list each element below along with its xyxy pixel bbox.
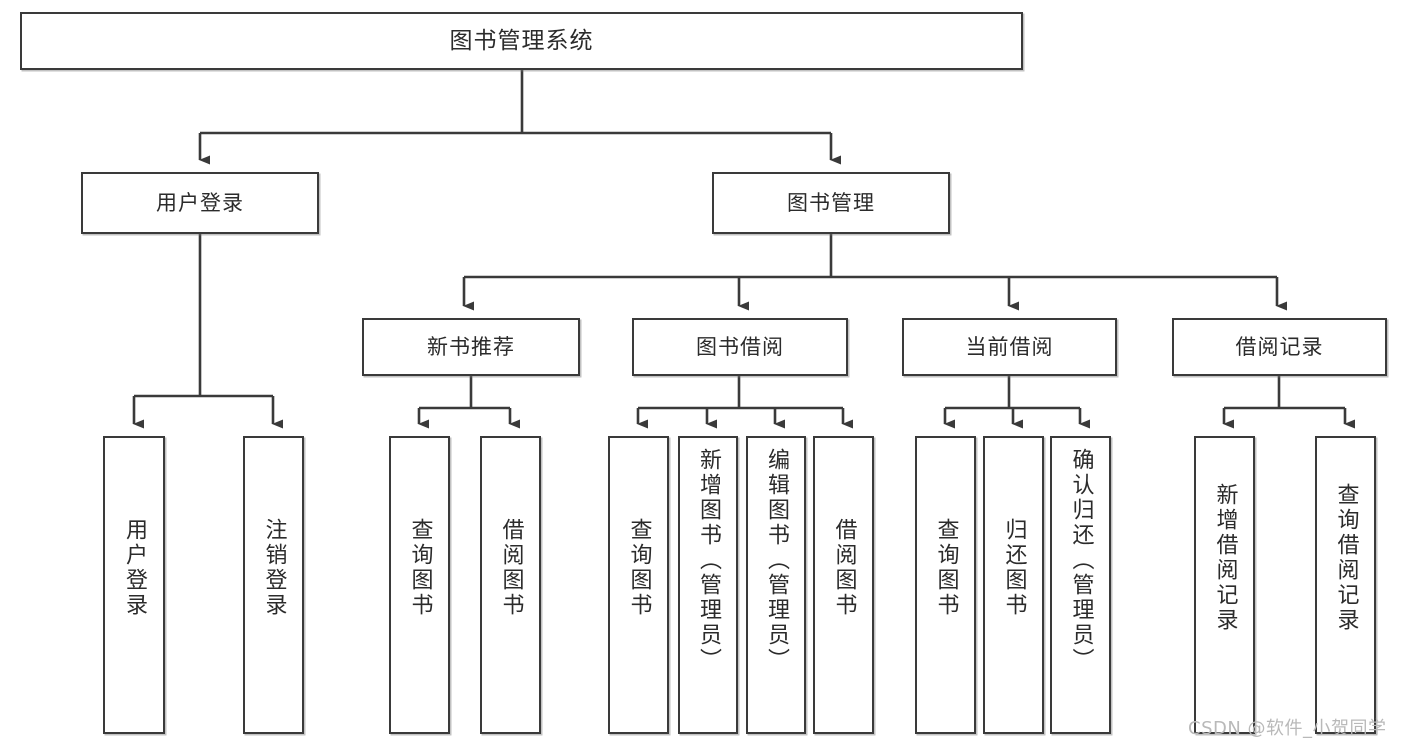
leaf-query-book-1-label: 查询图书 <box>407 518 433 618</box>
csdn-watermark: CSDN @软件_小贺同学 <box>1188 718 1387 739</box>
leaf-query-book-1[interactable]: 查询图书 <box>389 436 450 734</box>
leaf-add-book-label: 新增图书（管理员） <box>696 448 721 673</box>
node-book-borrow[interactable]: 图书借阅 <box>632 318 848 376</box>
node-borrow-record-label: 借阅记录 <box>1235 334 1324 359</box>
leaf-edit-book-label: 编辑图书（管理员） <box>764 448 789 673</box>
node-borrow-record[interactable]: 借阅记录 <box>1172 318 1387 376</box>
node-user-login[interactable]: 用户登录 <box>81 172 319 234</box>
leaf-edit-book[interactable]: 编辑图书（管理员） <box>746 436 806 734</box>
leaf-add-record-label: 新增借阅记录 <box>1212 483 1238 633</box>
leaf-user-login[interactable]: 用户登录 <box>103 436 165 734</box>
leaf-logout-login[interactable]: 注销登录 <box>243 436 304 734</box>
leaf-query-record-label: 查询借阅记录 <box>1333 483 1359 633</box>
leaf-return-book[interactable]: 归还图书 <box>983 436 1044 734</box>
leaf-borrow-book-1-label: 借阅图书 <box>498 518 524 618</box>
leaf-query-book-2[interactable]: 查询图书 <box>608 436 669 734</box>
leaf-borrow-book-2[interactable]: 借阅图书 <box>813 436 874 734</box>
leaf-query-book-2-label: 查询图书 <box>626 518 652 618</box>
leaf-confirm-return-label: 确认归还（管理员） <box>1068 448 1094 673</box>
node-new-book-recommend[interactable]: 新书推荐 <box>362 318 580 376</box>
leaf-add-book[interactable]: 新增图书（管理员） <box>678 436 738 734</box>
node-user-login-label: 用户登录 <box>156 190 244 215</box>
node-book-borrow-label: 图书借阅 <box>696 334 784 359</box>
node-current-borrow-label: 当前借阅 <box>965 334 1054 359</box>
leaf-confirm-return[interactable]: 确认归还（管理员） <box>1050 436 1111 734</box>
leaf-query-book-3-label: 查询图书 <box>933 518 959 618</box>
leaf-logout-login-label: 注销登录 <box>261 518 287 618</box>
node-root-label: 图书管理系统 <box>449 27 594 54</box>
leaf-add-record[interactable]: 新增借阅记录 <box>1194 436 1255 734</box>
leaf-return-book-label: 归还图书 <box>1001 518 1027 618</box>
node-new-book-recommend-label: 新书推荐 <box>427 334 515 359</box>
leaf-borrow-book-2-label: 借阅图书 <box>831 518 857 618</box>
node-current-borrow[interactable]: 当前借阅 <box>902 318 1117 376</box>
node-root[interactable]: 图书管理系统 <box>20 12 1023 70</box>
leaf-user-login-label: 用户登录 <box>122 518 147 618</box>
leaf-query-record[interactable]: 查询借阅记录 <box>1315 436 1376 734</box>
leaf-borrow-book-1[interactable]: 借阅图书 <box>480 436 541 734</box>
leaf-query-book-3[interactable]: 查询图书 <box>915 436 976 734</box>
node-book-management[interactable]: 图书管理 <box>712 172 950 234</box>
node-book-management-label: 图书管理 <box>787 190 875 215</box>
